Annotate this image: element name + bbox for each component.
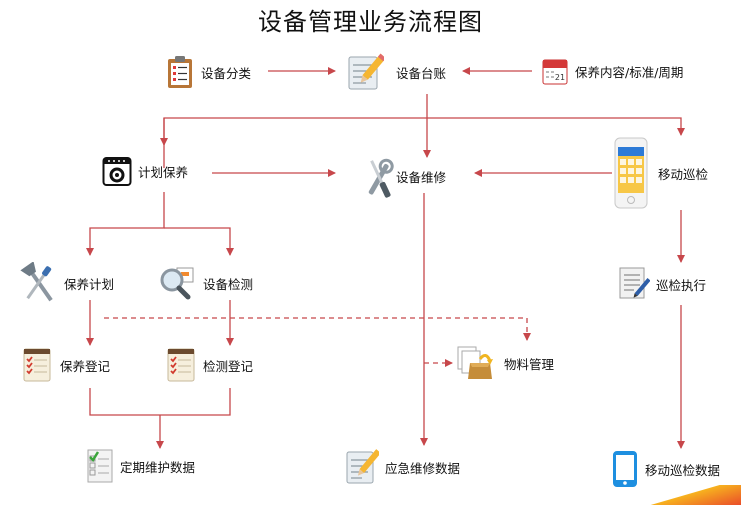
gear-calendar-icon [102, 157, 132, 186]
checklist-green-icon [87, 449, 113, 483]
label-emergency-data: 应急维修数据 [385, 460, 461, 476]
tools-icon [20, 262, 53, 302]
node-equipment-testing: 设备检测 [159, 266, 253, 300]
diagram-title: 设备管理业务流程图 [258, 8, 483, 36]
label-ledger: 设备台账 [396, 65, 447, 81]
node-mobile-inspection-data: 移动巡检数据 [612, 450, 720, 488]
label-planned-maintenance: 计划保养 [138, 164, 189, 180]
node-emergency-data: 应急维修数据 [345, 448, 460, 486]
label-inspection-execution: 巡检执行 [656, 277, 707, 293]
clipboard-icon [168, 56, 192, 88]
label-material-management: 物料管理 [504, 356, 555, 372]
node-planned-maintenance: 计划保养 [102, 155, 188, 187]
calendar-day: 21 [555, 73, 565, 82]
node-ledger: 设备台账 [346, 52, 446, 92]
checklist-icon [167, 348, 195, 382]
label-mobile-inspection-data: 移动巡检数据 [645, 462, 721, 478]
node-maintenance-plan: 保养计划 [20, 262, 114, 304]
wrench-screwdriver-icon [368, 158, 394, 198]
decorative-corner-stripe [625, 485, 741, 505]
node-material-management: 物料管理 [456, 345, 554, 381]
calendar-icon: 21 [542, 59, 568, 85]
label-maintenance-plan: 保养计划 [64, 276, 115, 292]
node-maintenance-register: 保养登记 [22, 346, 110, 384]
dashed-plan-material [104, 317, 531, 341]
smartphone-icon [614, 137, 648, 209]
connector-planned-split [86, 192, 165, 256]
node-classification: 设备分类 [166, 55, 251, 89]
notepad-pencil-icon [348, 53, 384, 90]
node-inspection-execution: 巡检执行 [618, 266, 706, 302]
connector-planned-testing [164, 227, 234, 256]
checklist-icon [23, 348, 51, 382]
node-periodic-data: 定期维护数据 [86, 448, 195, 484]
node-testing-register: 检测登记 [166, 346, 253, 384]
phone-blue-icon [613, 451, 637, 487]
label-classification: 设备分类 [201, 65, 252, 81]
label-maintenance-standard: 保养内容/标准/周期 [575, 64, 684, 80]
label-equipment-testing: 设备检测 [203, 276, 254, 292]
connector-registers-merge [89, 388, 231, 416]
label-testing-register: 检测登记 [203, 358, 254, 374]
label-mobile-inspection: 移动巡检 [658, 166, 709, 182]
notepad-pencil-icon [346, 449, 379, 484]
magnifier-icon [160, 267, 194, 300]
label-maintenance-register: 保养登记 [60, 358, 111, 374]
document-pen-icon [619, 267, 650, 299]
node-mobile-inspection: 移动巡检 [614, 137, 708, 209]
label-equipment-repair: 设备维修 [396, 169, 447, 185]
node-maintenance-standard: 21 保养内容/标准/周期 [542, 57, 683, 85]
box-icon [457, 346, 493, 379]
node-equipment-repair: 设备维修 [364, 157, 446, 203]
label-periodic-data: 定期维护数据 [120, 459, 196, 475]
